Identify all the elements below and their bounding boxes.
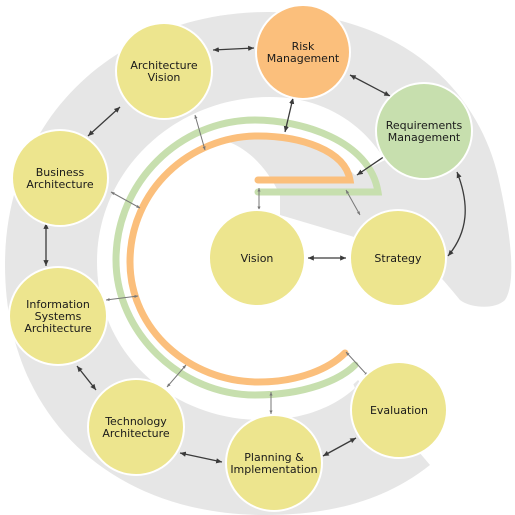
label-line: Strategy (374, 252, 422, 265)
label-line: Vision (148, 71, 181, 84)
label-line: Evaluation (370, 404, 428, 417)
arrow-technology-planning (179, 451, 223, 464)
label-line: Risk (292, 40, 315, 53)
label-line: Planning & (244, 451, 304, 464)
arrow-infosys-technology (76, 365, 97, 391)
label-line: Architecture (24, 322, 92, 335)
arrow-risk-requirements (349, 74, 391, 97)
label-line: Architecture (102, 427, 170, 440)
orange-track (126, 132, 355, 386)
node-evaluation-label: Evaluation (370, 404, 428, 417)
arrow-technology-track (166, 364, 187, 388)
node-strategy[interactable]: Strategy (349, 209, 447, 307)
node-planning-implementation[interactable]: Planning &Implementation (225, 414, 323, 512)
label-line: Information (26, 298, 90, 311)
arrow-archvision-business (87, 106, 121, 137)
label-line: Architecture (26, 178, 94, 191)
label-line: Systems (35, 310, 82, 323)
node-planning-implementation-label: Planning &Implementation (230, 451, 317, 476)
label-line: Management (388, 131, 461, 144)
inner-clearing (97, 97, 385, 420)
node-vision[interactable]: Vision (208, 209, 306, 307)
label-line: Business (36, 166, 85, 179)
label-line: Technology (104, 415, 167, 428)
node-strategy-label: Strategy (374, 252, 422, 265)
arrow-risk-track (283, 97, 295, 133)
label-line: Vision (241, 252, 274, 265)
node-vision-label: Vision (241, 252, 274, 265)
arrow-business-track (110, 191, 141, 209)
arrow-archvision-risk (212, 45, 255, 53)
label-line: Requirements (386, 119, 463, 132)
node-evaluation[interactable]: Evaluation (350, 361, 448, 459)
label-line: Architecture (130, 59, 198, 72)
arrow-infosys-track (105, 294, 139, 302)
arrow-planning-evaluation (322, 437, 357, 457)
label-line: Implementation (230, 463, 317, 476)
arrow-strategy-track (345, 189, 361, 216)
arrow-requirements-strategy (447, 171, 466, 257)
arrow-evaluation-track (345, 351, 369, 377)
arrow-archvision-track (194, 114, 206, 151)
green-track (112, 116, 383, 399)
label-line: Management (267, 52, 340, 65)
